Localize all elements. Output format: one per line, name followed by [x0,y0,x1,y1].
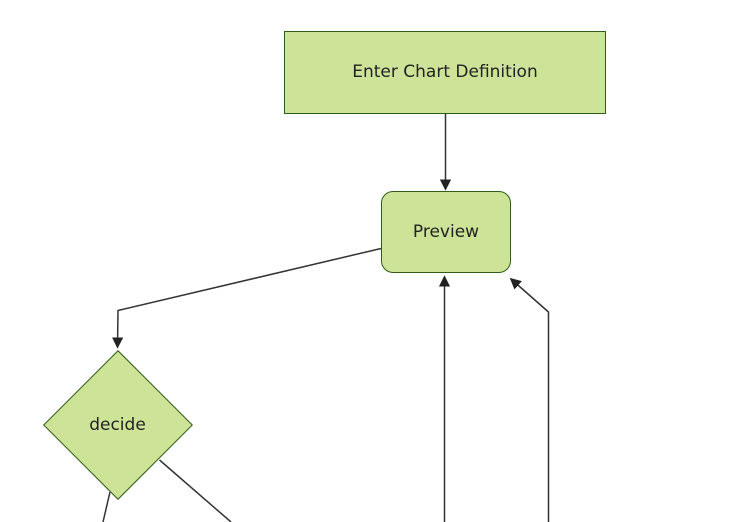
node-enter-chart-definition: Enter Chart Definition [284,31,606,114]
edge-preview-to-decide [112,247,382,349]
node-decide-label: decide [89,415,146,435]
node-preview-label: Preview [412,221,480,242]
node-enter-chart-definition-label: Enter Chart Definition [352,62,538,83]
node-decide: decide [42,350,193,500]
edge-bottomright-to-preview [509,277,550,522]
node-preview: Preview [381,191,511,273]
